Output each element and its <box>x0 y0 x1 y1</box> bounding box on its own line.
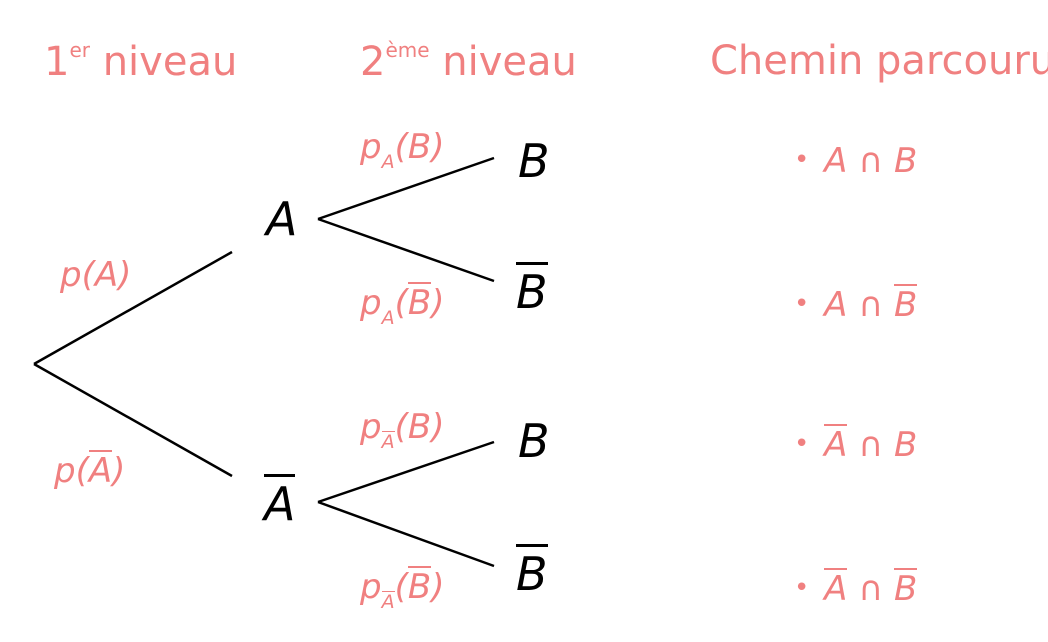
path-2-right: B <box>893 284 918 325</box>
prob-p-a-bar: p(A) <box>54 450 125 488</box>
node-a-bar: A <box>264 474 296 527</box>
prob-pabar-b-sub: A <box>381 431 395 453</box>
header-level-1: 1er niveau <box>44 38 237 85</box>
prob-pa-b-bar: pA(B) <box>360 282 445 328</box>
prob-pa-b-bar-event: B <box>407 282 432 323</box>
branch-a-bar-to-b-bar <box>317 500 495 568</box>
prob-pa-b-open: ( <box>394 127 408 167</box>
path-a-and-b-bar: • A ∩ B <box>794 284 918 325</box>
branch-root-to-a-bar <box>33 362 233 478</box>
branch-a-to-b <box>317 156 495 221</box>
prob-pabar-b: pA(B) <box>360 407 445 452</box>
prob-pabar-b-close: ) <box>431 407 445 447</box>
path-3-bullet: • <box>794 429 810 459</box>
path-3-op: ∩ <box>858 425 884 465</box>
path-1-right: B <box>893 141 918 181</box>
node-a: A <box>266 192 298 246</box>
prob-pabar-b-p: p <box>360 407 382 447</box>
prob-pabar-b-sub-letter: A <box>381 431 395 453</box>
header-level-1-text: niveau <box>102 39 238 85</box>
node-b-bar-under-a-letter: B <box>516 262 548 315</box>
prob-pa-b-bar-p: p <box>360 283 382 323</box>
header-level-1-number: 1 <box>44 39 70 85</box>
prob-p-a-bar-close: ) <box>112 451 126 491</box>
path-1-bullet: • <box>794 145 810 175</box>
header-level-2-number: 2 <box>360 39 386 85</box>
prob-pa-b: pA(B) <box>360 127 445 172</box>
prob-pabar-b-bar-close: ) <box>431 567 445 607</box>
node-b-under-a-bar: B <box>518 414 550 468</box>
prob-pabar-b-bar-event: B <box>407 566 432 607</box>
prob-p-a-close: ) <box>118 255 132 295</box>
prob-pabar-b-bar-sub: A <box>381 591 395 613</box>
prob-pa-b-bar-sub: A <box>381 307 395 329</box>
prob-pa-b-bar-open: ( <box>394 283 408 323</box>
node-b-under-a: B <box>518 134 550 188</box>
prob-p-a-p: p( <box>60 255 95 295</box>
prob-pabar-b-open: ( <box>394 407 408 447</box>
branch-root-to-a <box>33 250 233 366</box>
header-level-1-sup: er <box>69 38 90 62</box>
path-a-bar-and-b-bar: • A ∩ B <box>794 568 918 609</box>
path-a-and-b: • A ∩ B <box>794 144 917 178</box>
path-2-left: A <box>824 285 848 325</box>
node-b-bar-under-a-bar: B <box>516 544 548 597</box>
path-4-left: A <box>824 568 848 609</box>
node-b-bar-under-a: B <box>516 262 548 315</box>
path-2-bullet: • <box>794 289 810 319</box>
prob-pa-b-sub: A <box>381 151 395 173</box>
node-a-bar-letter: A <box>264 474 296 527</box>
prob-pa-b-event: B <box>407 127 432 167</box>
prob-p-a-event: A <box>94 255 119 295</box>
header-path: Chemin parcouru <box>710 38 1048 84</box>
prob-pabar-b-bar-p: p <box>360 567 382 607</box>
path-a-bar-and-b: • A ∩ B <box>794 424 917 462</box>
path-3-right: B <box>893 425 918 465</box>
path-1-op: ∩ <box>858 141 884 181</box>
prob-pabar-b-bar: pA(B) <box>360 566 445 612</box>
prob-pabar-b-bar-sub-letter: A <box>381 591 395 613</box>
prob-p-a: p(A) <box>60 258 131 292</box>
path-1-left: A <box>824 141 848 181</box>
path-4-bullet: • <box>794 573 810 603</box>
prob-p-a-bar-p: p( <box>54 451 89 491</box>
path-2-op: ∩ <box>858 285 884 325</box>
header-level-2-sup: ème <box>385 38 430 62</box>
path-4-op: ∩ <box>858 569 884 609</box>
path-3-left: A <box>824 424 848 465</box>
prob-pa-b-bar-close: ) <box>431 283 445 323</box>
prob-p-a-bar-event: A <box>88 450 113 491</box>
node-b-bar-under-a-bar-letter: B <box>516 544 548 597</box>
path-4-right: B <box>893 568 918 609</box>
prob-pabar-b-event: B <box>407 407 432 447</box>
header-level-2: 2ème niveau <box>360 38 577 85</box>
prob-pa-b-p: p <box>360 127 382 167</box>
branch-a-bar-to-b <box>317 440 495 504</box>
branch-a-to-b-bar <box>317 217 495 283</box>
prob-pa-b-close: ) <box>431 127 445 167</box>
header-level-2-text: niveau <box>442 39 577 85</box>
prob-pabar-b-bar-open: ( <box>394 567 408 607</box>
